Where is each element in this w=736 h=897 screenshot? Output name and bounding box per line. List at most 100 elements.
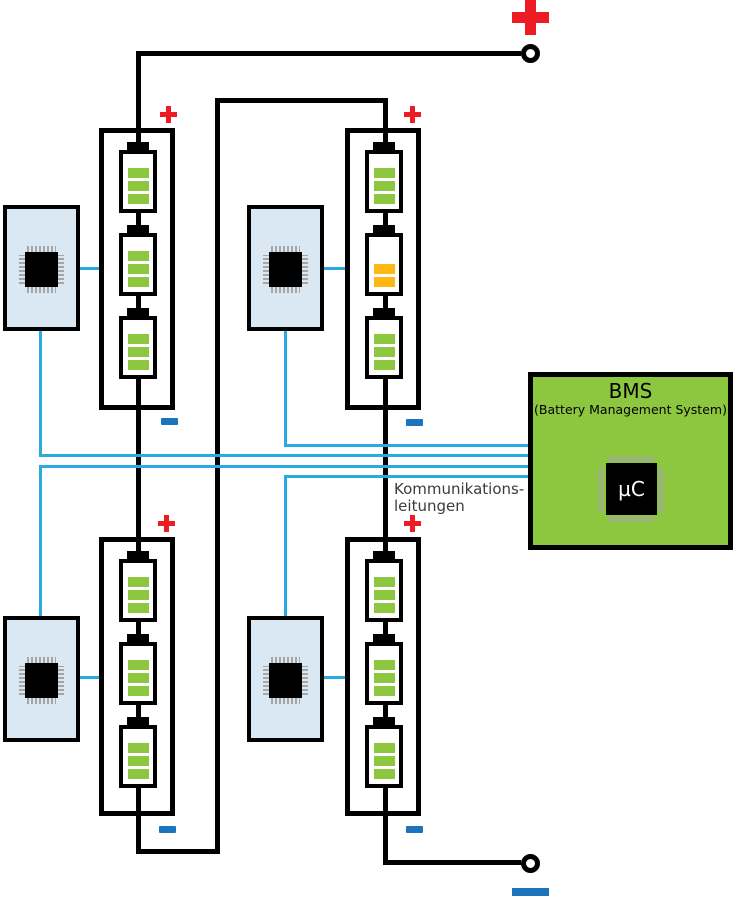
comm-lines-label-line1: Kommunikations- bbox=[394, 480, 525, 498]
cell-monitor-ic-top-right bbox=[247, 205, 324, 331]
chip-icon bbox=[25, 252, 58, 287]
charge-bar bbox=[127, 577, 149, 587]
battery-cell-body bbox=[119, 725, 157, 788]
battery-cap bbox=[373, 225, 395, 233]
charge-bar bbox=[373, 347, 395, 357]
charge-bar bbox=[373, 756, 395, 766]
comm-drop-bottom-left bbox=[39, 465, 42, 616]
charge-bar bbox=[127, 603, 149, 613]
chip-icon bbox=[269, 663, 302, 698]
chip-pins-icon bbox=[609, 516, 654, 522]
battery-pack-top-left bbox=[99, 128, 175, 410]
charge-bar bbox=[373, 194, 395, 204]
power-wire-pack1-pack3 bbox=[136, 410, 141, 537]
battery-cell-body bbox=[365, 233, 403, 296]
battery-cell-body bbox=[365, 559, 403, 622]
charge-bar bbox=[373, 181, 395, 191]
charge-bar bbox=[127, 194, 149, 204]
charge-bar bbox=[127, 673, 149, 683]
comm-link-chip2-pack2 bbox=[323, 267, 345, 270]
charge-bar bbox=[127, 743, 149, 753]
battery-cap bbox=[373, 634, 395, 642]
charge-bar bbox=[127, 181, 149, 191]
charge-bar bbox=[127, 756, 149, 766]
comm-lines-label-line2: leitungen bbox=[394, 496, 465, 515]
battery-pack-top-right bbox=[345, 128, 421, 410]
battery-cap bbox=[127, 142, 149, 150]
battery-cell-body bbox=[119, 150, 157, 213]
charge-bar bbox=[127, 660, 149, 670]
battery-cell bbox=[365, 308, 403, 379]
charge-bar bbox=[127, 347, 149, 357]
battery-cell-body bbox=[365, 316, 403, 379]
chip-pins-icon bbox=[19, 255, 25, 284]
chip-pins-icon bbox=[263, 666, 269, 695]
battery-cell bbox=[119, 308, 157, 379]
charge-bar bbox=[373, 603, 395, 613]
battery-cell bbox=[365, 717, 403, 788]
charge-bar bbox=[373, 168, 395, 178]
power-wire-pack1-top bbox=[136, 51, 141, 128]
charge-bar bbox=[127, 168, 149, 178]
power-wire-to-plus-terminal bbox=[136, 51, 521, 56]
battery-cap bbox=[127, 634, 149, 642]
chip-pins-icon bbox=[27, 657, 56, 663]
chip-pins-icon bbox=[27, 287, 56, 293]
comm-link-chip1-pack1 bbox=[80, 267, 99, 270]
positive-terminal bbox=[521, 44, 540, 63]
chip-pins-icon bbox=[19, 666, 25, 695]
charge-bar bbox=[127, 360, 149, 370]
charge-bar bbox=[373, 660, 395, 670]
power-wire-bottom-left bbox=[136, 849, 220, 854]
minus-sign bbox=[159, 826, 176, 833]
battery-cap bbox=[127, 225, 149, 233]
charge-bar bbox=[127, 251, 149, 261]
cell-monitor-ic-top-left bbox=[3, 205, 80, 331]
microcontroller-chip: µC bbox=[606, 463, 657, 515]
comm-drop-top-left bbox=[39, 331, 42, 457]
power-wire-pack3-down bbox=[136, 816, 141, 854]
plus-sign bbox=[404, 515, 421, 532]
power-wire-pack4-down bbox=[383, 816, 388, 865]
battery-cell-body bbox=[365, 725, 403, 788]
battery-cell bbox=[365, 142, 403, 213]
bms-box: BMS (Battery Management System) µC bbox=[528, 372, 733, 550]
battery-cap bbox=[127, 551, 149, 559]
chip-pins-icon bbox=[27, 246, 56, 252]
chip-icon bbox=[25, 663, 58, 698]
minus-sign bbox=[406, 419, 423, 426]
battery-cell-body bbox=[119, 233, 157, 296]
chip-pins-icon bbox=[271, 698, 300, 704]
battery-cell bbox=[119, 717, 157, 788]
chip-pins-icon bbox=[658, 467, 664, 511]
chip-pins-icon bbox=[271, 246, 300, 252]
comm-drop-bottom-right bbox=[284, 475, 287, 616]
chip-pins-icon bbox=[58, 255, 64, 284]
battery-cell-body bbox=[365, 150, 403, 213]
comm-drop-top-right bbox=[284, 331, 287, 447]
battery-cap bbox=[373, 717, 395, 725]
battery-cell bbox=[119, 225, 157, 296]
charge-bar bbox=[373, 577, 395, 587]
power-wire-to-minus-terminal bbox=[383, 860, 521, 865]
chip-icon bbox=[269, 252, 302, 287]
power-wire-pack2-top bbox=[383, 98, 388, 128]
comm-lines-label: Kommunikations- leitungen bbox=[394, 481, 524, 514]
battery-cap bbox=[373, 142, 395, 150]
comm-link-chip3-pack3 bbox=[80, 676, 99, 679]
battery-cell-body bbox=[119, 559, 157, 622]
charge-bar bbox=[127, 277, 149, 287]
cell-monitor-ic-bottom-left bbox=[3, 616, 80, 742]
battery-cell-body bbox=[119, 316, 157, 379]
charge-bar bbox=[373, 360, 395, 370]
battery-cell-low bbox=[365, 225, 403, 296]
battery-cell bbox=[365, 551, 403, 622]
power-wire-pack2-pack4 bbox=[383, 410, 388, 537]
chip-pins-icon bbox=[302, 255, 308, 284]
charge-bar bbox=[373, 277, 395, 287]
charge-bar bbox=[373, 686, 395, 696]
bms-title: BMS bbox=[608, 379, 653, 403]
cell-monitor-ic-bottom-right bbox=[247, 616, 324, 742]
comm-link-chip4-pack4 bbox=[323, 676, 345, 679]
